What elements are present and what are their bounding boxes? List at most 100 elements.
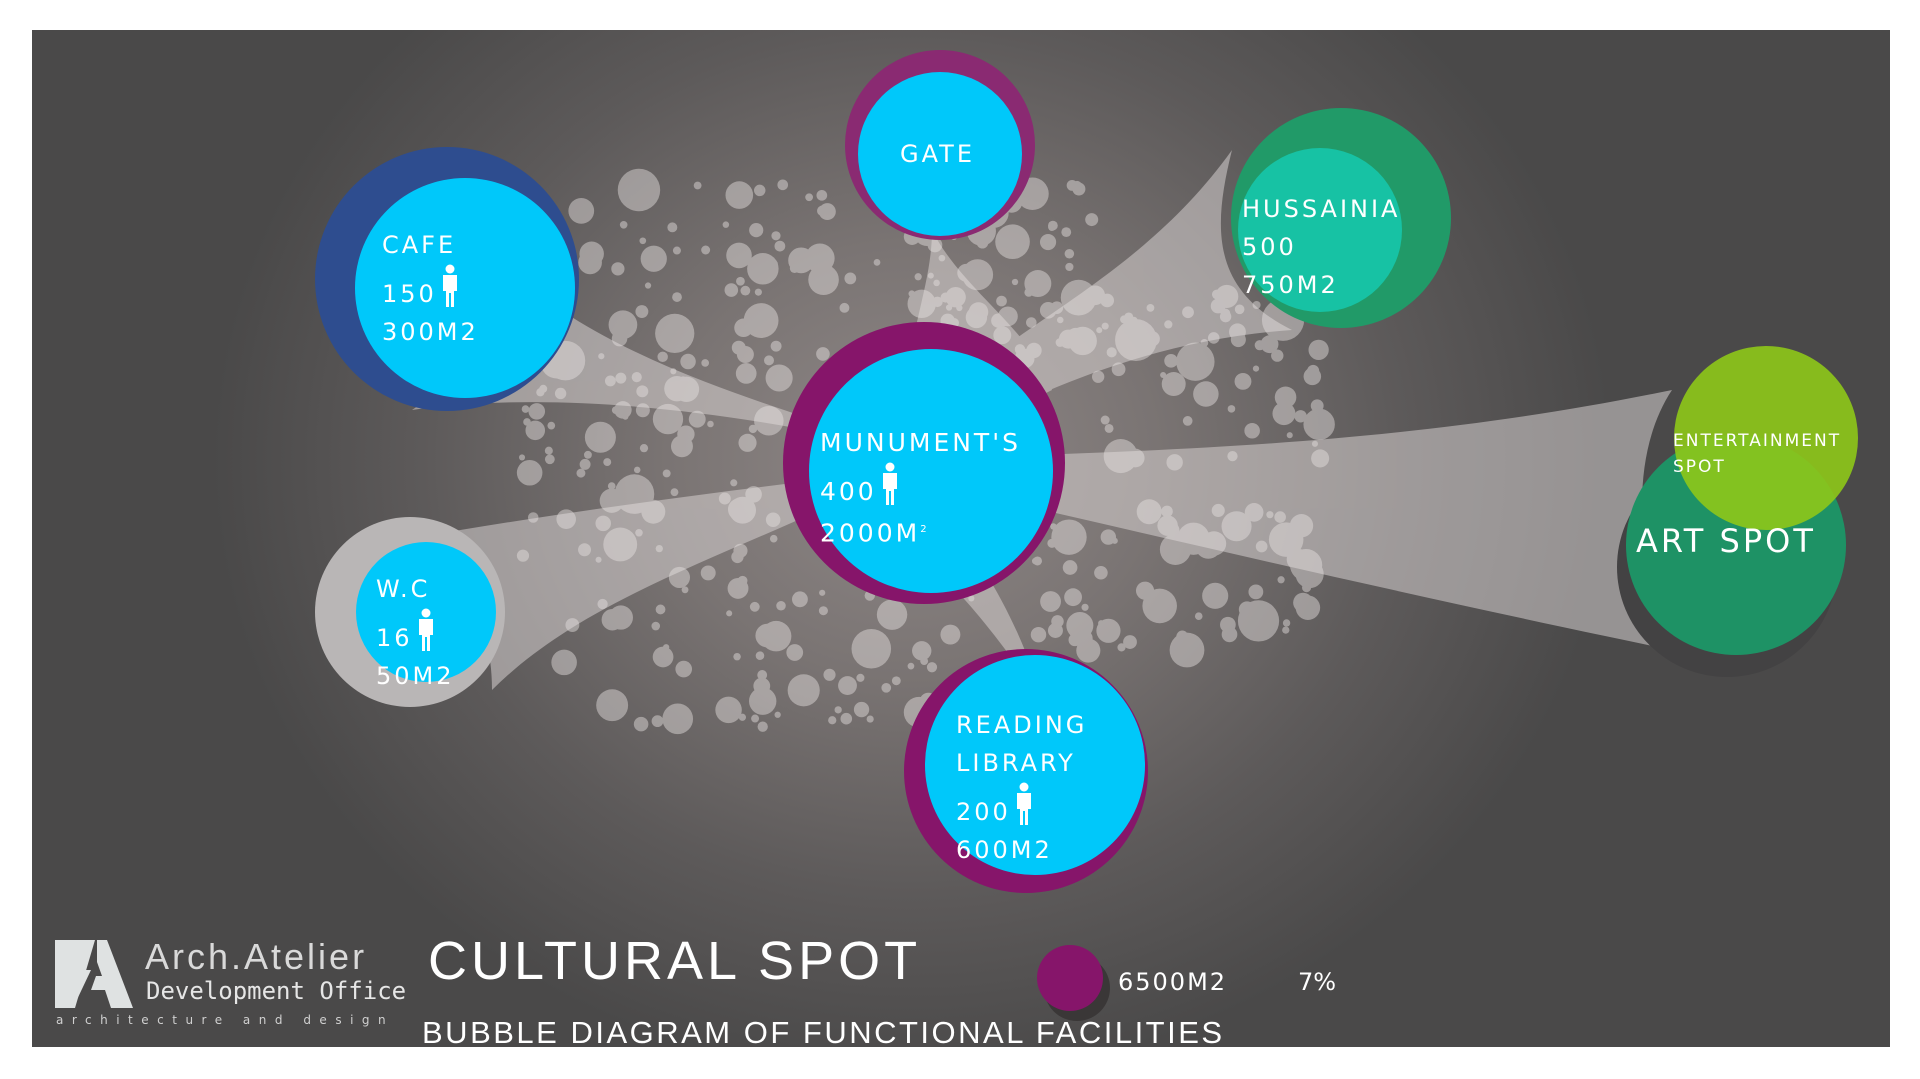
decorative-dot bbox=[819, 589, 826, 596]
decorative-dot bbox=[965, 306, 988, 329]
decorative-dot bbox=[1275, 525, 1283, 533]
decorative-dot bbox=[662, 703, 694, 735]
decorative-dot bbox=[1161, 372, 1186, 396]
decorative-dot bbox=[1048, 223, 1056, 231]
decorative-dot bbox=[1277, 576, 1285, 584]
decorative-dot bbox=[527, 512, 539, 523]
decorative-dot bbox=[938, 254, 946, 262]
decorative-dot bbox=[1227, 450, 1238, 462]
decorative-dot bbox=[757, 670, 768, 680]
page-subtitle: BUBBLE DIAGRAM OF FUNCTIONAL FACILITIES bbox=[422, 1015, 1225, 1047]
monument-label: MUNUMENT'S 400 2000M2 bbox=[820, 424, 1021, 552]
decorative-dot bbox=[1272, 402, 1296, 426]
decorative-dot bbox=[1293, 592, 1313, 613]
gate-label: GATE bbox=[900, 140, 975, 168]
decorative-dot bbox=[1197, 352, 1213, 368]
decorative-dot bbox=[651, 621, 661, 631]
reading-name-line1: READING bbox=[956, 711, 1088, 739]
decorative-dot bbox=[731, 340, 746, 355]
decorative-dot bbox=[776, 600, 786, 611]
decorative-dot bbox=[1079, 301, 1090, 311]
decorative-dot bbox=[617, 168, 661, 212]
decorative-dot bbox=[805, 243, 835, 274]
monument-name: MUNUMENT'S bbox=[820, 428, 1021, 457]
decorative-dot bbox=[1310, 399, 1324, 413]
decorative-dot bbox=[1169, 632, 1205, 668]
decorative-dot bbox=[554, 387, 567, 400]
wc-area: 50M2 bbox=[376, 662, 455, 690]
decorative-dot bbox=[853, 651, 863, 661]
decorative-dot bbox=[603, 458, 612, 467]
decorative-dot bbox=[1300, 549, 1308, 557]
decorative-dot bbox=[1142, 588, 1177, 624]
decorative-dot bbox=[1282, 619, 1291, 627]
decorative-dot bbox=[760, 620, 792, 652]
decorative-dot bbox=[670, 435, 693, 458]
diagram-canvas: GATE CAFE 150 300M2 HUSSAINIA 500 750M2 … bbox=[32, 30, 1890, 1047]
decorative-dot bbox=[619, 220, 628, 229]
decorative-dot bbox=[1185, 368, 1192, 375]
decorative-dot bbox=[1068, 326, 1097, 356]
decorative-dot bbox=[1295, 595, 1321, 620]
decorative-dot bbox=[777, 179, 789, 191]
person-icon bbox=[418, 608, 433, 651]
decorative-dot bbox=[1098, 620, 1105, 627]
decorative-dot bbox=[718, 492, 731, 505]
decorative-dot bbox=[753, 677, 771, 695]
decorative-dot bbox=[584, 450, 592, 459]
wc-label: W.C 16 50M2 bbox=[376, 570, 455, 695]
cafe-bubble[interactable] bbox=[355, 178, 575, 398]
decorative-dot bbox=[681, 586, 689, 594]
decorative-dot bbox=[912, 641, 932, 661]
decorative-dot bbox=[976, 236, 989, 249]
decorative-dot bbox=[1289, 548, 1323, 582]
reading-people: 200 bbox=[956, 798, 1011, 826]
decorative-dot bbox=[547, 421, 556, 430]
decorative-dot bbox=[838, 676, 857, 695]
decorative-dot bbox=[1286, 432, 1293, 439]
decorative-dot bbox=[1185, 348, 1194, 357]
decorative-dot bbox=[1135, 581, 1155, 600]
reading-name-line2: LIBRARY bbox=[956, 749, 1076, 777]
decorative-dot bbox=[1072, 180, 1082, 190]
reading-bubble[interactable] bbox=[925, 655, 1145, 875]
decorative-dot bbox=[1014, 344, 1026, 355]
decorative-dot bbox=[1289, 514, 1314, 538]
gate-bubble[interactable] bbox=[858, 72, 1022, 236]
person-icon bbox=[1016, 782, 1031, 825]
decorative-dot bbox=[615, 372, 627, 384]
decorative-dot bbox=[754, 288, 762, 296]
hussainia-bubble[interactable] bbox=[1238, 148, 1402, 312]
entertainment-bubble[interactable] bbox=[1674, 346, 1858, 530]
cafe-name: CAFE bbox=[382, 231, 457, 259]
decorative-dot bbox=[662, 644, 670, 651]
decorative-dot bbox=[1211, 289, 1222, 300]
decorative-dot bbox=[1164, 522, 1180, 538]
decorative-dot bbox=[1104, 423, 1114, 433]
decorative-dot bbox=[726, 242, 752, 269]
decorative-dot bbox=[769, 534, 778, 543]
decorative-dot bbox=[1244, 423, 1260, 439]
decorative-dot bbox=[597, 598, 608, 610]
decorative-dot bbox=[644, 282, 652, 289]
decorative-dot bbox=[1061, 535, 1069, 542]
decorative-dot bbox=[1031, 557, 1039, 565]
decorative-dot bbox=[693, 181, 702, 190]
decorative-dot bbox=[808, 264, 839, 296]
decorative-dot bbox=[629, 495, 638, 505]
decorative-dot bbox=[688, 410, 706, 428]
decorative-dot bbox=[995, 224, 1030, 260]
decorative-dot bbox=[1100, 293, 1115, 308]
decorative-dot bbox=[1060, 279, 1097, 316]
decorative-dot bbox=[834, 706, 842, 714]
decorative-dot bbox=[1055, 338, 1065, 347]
decorative-dot bbox=[608, 310, 638, 340]
decorative-dot bbox=[635, 529, 643, 537]
decorative-dot bbox=[599, 488, 624, 513]
art-spot-label: ART SPOT bbox=[1636, 522, 1816, 560]
decorative-dot bbox=[664, 376, 690, 402]
decorative-dot bbox=[1094, 565, 1108, 580]
decorative-dot bbox=[757, 721, 768, 732]
monument-bubble[interactable] bbox=[809, 349, 1053, 593]
decorative-dot bbox=[539, 384, 548, 393]
